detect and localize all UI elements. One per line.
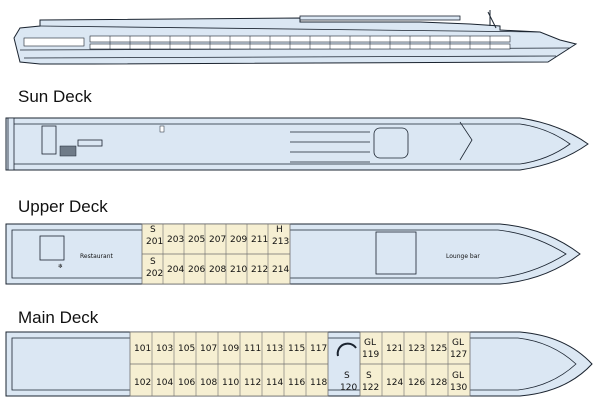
- cabin-206: 206: [188, 265, 205, 275]
- cabin-110: 110: [222, 378, 239, 388]
- cabin-101: 101: [134, 344, 151, 354]
- main-deck-title: Main Deck: [18, 308, 99, 327]
- cabin-211: 211: [251, 235, 268, 245]
- upper-cabins: S 201 203 205 207 209 211 H 213 S 202 20…: [141, 223, 291, 285]
- cabin-207: 207: [209, 235, 226, 245]
- cabin-212: 212: [251, 265, 268, 275]
- cabin-119: 119: [362, 350, 379, 360]
- stairs-icon: [336, 342, 357, 357]
- cabin-115: 115: [288, 344, 305, 354]
- cabin-208: 208: [209, 265, 226, 275]
- cabin-202: 202: [146, 269, 163, 279]
- restaurant-label: Restaurant: [80, 253, 113, 260]
- cabin-213-prefix: H: [276, 225, 283, 235]
- cabin-213: 213: [272, 237, 289, 247]
- cabin-120: 120: [340, 383, 357, 393]
- main-fwd-cabins: GL 119 121 123 125 GL 127 S 120 S 122 12…: [340, 331, 471, 397]
- cabin-130: 130: [450, 383, 467, 393]
- cabin-122: 122: [362, 383, 379, 393]
- cabin-117: 117: [310, 344, 327, 354]
- cabin-111: 111: [244, 344, 261, 354]
- upper-deck-title: Upper Deck: [18, 197, 108, 216]
- cabin-127: 127: [450, 350, 467, 360]
- cabin-103: 103: [156, 344, 173, 354]
- main-aft-cabins: 101 103 105 107 109 111 113 115 117 102 …: [129, 331, 329, 397]
- cabin-113: 113: [266, 344, 283, 354]
- cabin-106: 106: [178, 378, 195, 388]
- cabin-121: 121: [386, 344, 403, 354]
- cabin-114: 114: [266, 378, 283, 388]
- cabin-127-prefix: GL: [452, 338, 464, 348]
- cabin-104: 104: [156, 378, 173, 388]
- cabin-130-prefix: GL: [452, 371, 464, 381]
- cabin-209: 209: [230, 235, 247, 245]
- cabin-201-prefix: S: [150, 225, 156, 235]
- cabin-120-prefix: S: [344, 371, 350, 381]
- upper-deck-plan: ❄ Restaurant Lounge bar S 201 203 205 20…: [5, 223, 581, 285]
- cabin-126: 126: [408, 378, 425, 388]
- cabin-116: 116: [288, 378, 305, 388]
- cabin-119-prefix: GL: [364, 338, 376, 348]
- cabin-202-prefix: S: [150, 257, 156, 267]
- lounge-bar-label: Lounge bar: [446, 253, 480, 260]
- cabin-108: 108: [200, 378, 217, 388]
- cabin-128: 128: [430, 378, 447, 388]
- cabin-124: 124: [386, 378, 403, 388]
- sun-deck-title: Sun Deck: [18, 87, 92, 106]
- cabin-118: 118: [310, 378, 327, 388]
- ship-profile: [13, 10, 578, 65]
- cabin-107: 107: [200, 344, 217, 354]
- cabin-109: 109: [222, 344, 239, 354]
- cabin-112: 112: [244, 378, 261, 388]
- cabin-204: 204: [167, 265, 184, 275]
- cabin-210: 210: [230, 265, 247, 275]
- cabin-102: 102: [134, 378, 151, 388]
- sun-deck-plan: [5, 117, 589, 171]
- main-deck-plan: 101 103 105 107 109 111 113 115 117 102 …: [5, 331, 593, 397]
- cabin-203: 203: [167, 235, 184, 245]
- cabin-205: 205: [188, 235, 205, 245]
- cabin-122-prefix: S: [366, 371, 372, 381]
- cabin-125: 125: [430, 344, 447, 354]
- cabin-105: 105: [178, 344, 195, 354]
- cabin-201: 201: [146, 237, 163, 247]
- cabin-123: 123: [408, 344, 425, 354]
- snowflake-icon: ❄: [58, 263, 63, 270]
- cabin-214: 214: [272, 265, 289, 275]
